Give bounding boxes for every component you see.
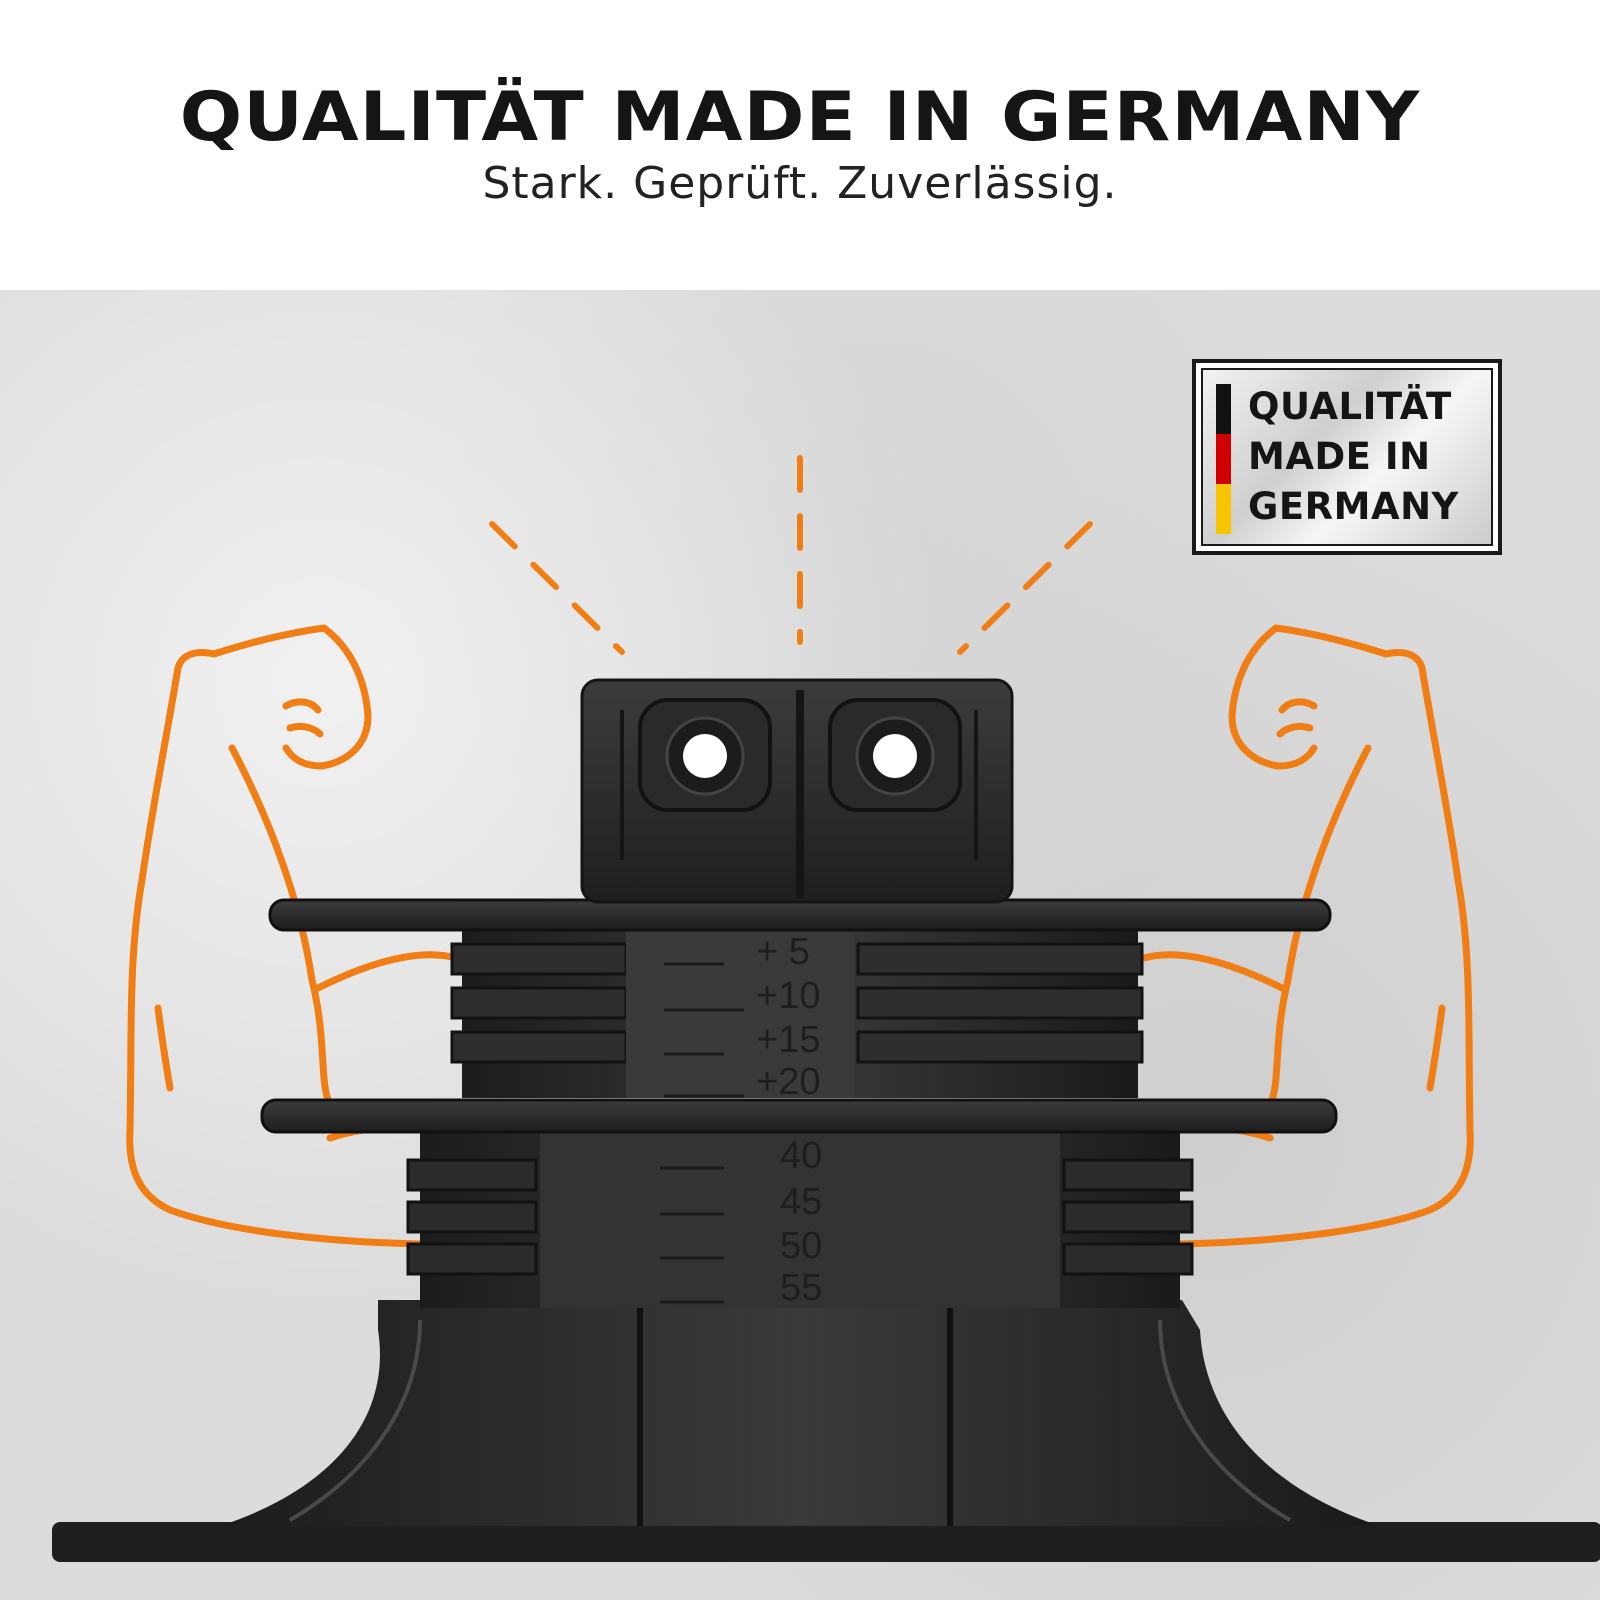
german-flag-icon (1216, 484, 1231, 534)
strength-rays-icon (489, 455, 1093, 655)
lower-scale-label: 55 (780, 1267, 822, 1309)
made-in-germany-badge: QUALITÄT MADE IN GERMANY (1192, 359, 1502, 555)
header: QUALITÄT MADE IN GERMANY Stark. Geprüft.… (0, 0, 1600, 290)
badge-line: GERMANY (1248, 485, 1459, 528)
german-flag-icon (1216, 384, 1231, 434)
upper-thread: + 5 +10 +15 +20 (450, 928, 1144, 1103)
headline: QUALITÄT MADE IN GERMANY (179, 78, 1421, 157)
lower-scale-label: 50 (780, 1225, 822, 1267)
pedestal-base (52, 1300, 1600, 1562)
lower-scale-label: 45 (780, 1181, 822, 1223)
flexed-arm-right-icon (1140, 624, 1474, 1248)
upper-scale-label: +15 (756, 1019, 820, 1061)
lower-scale-label: 40 (780, 1135, 822, 1177)
product-illustration: 40 45 50 55 + 5 (52, 455, 1600, 1562)
badge-line: QUALITÄT (1248, 385, 1452, 428)
product-scene: 40 45 50 55 + 5 (0, 290, 1600, 1600)
lower-thread: 40 45 50 55 (406, 1128, 1194, 1309)
pedestal-head (580, 678, 1014, 904)
upper-scale-label: + 5 (756, 931, 810, 973)
subline: Stark. Geprüft. Zuverlässig. (482, 158, 1118, 209)
upper-scale-label: +10 (756, 975, 820, 1017)
upper-scale-label: +20 (756, 1061, 820, 1103)
german-flag-icon (1216, 434, 1231, 484)
flexed-arm-left-icon (126, 624, 460, 1248)
badge-line: MADE IN (1248, 435, 1431, 478)
upper-flange (268, 898, 1332, 932)
lower-flange (260, 1098, 1338, 1134)
